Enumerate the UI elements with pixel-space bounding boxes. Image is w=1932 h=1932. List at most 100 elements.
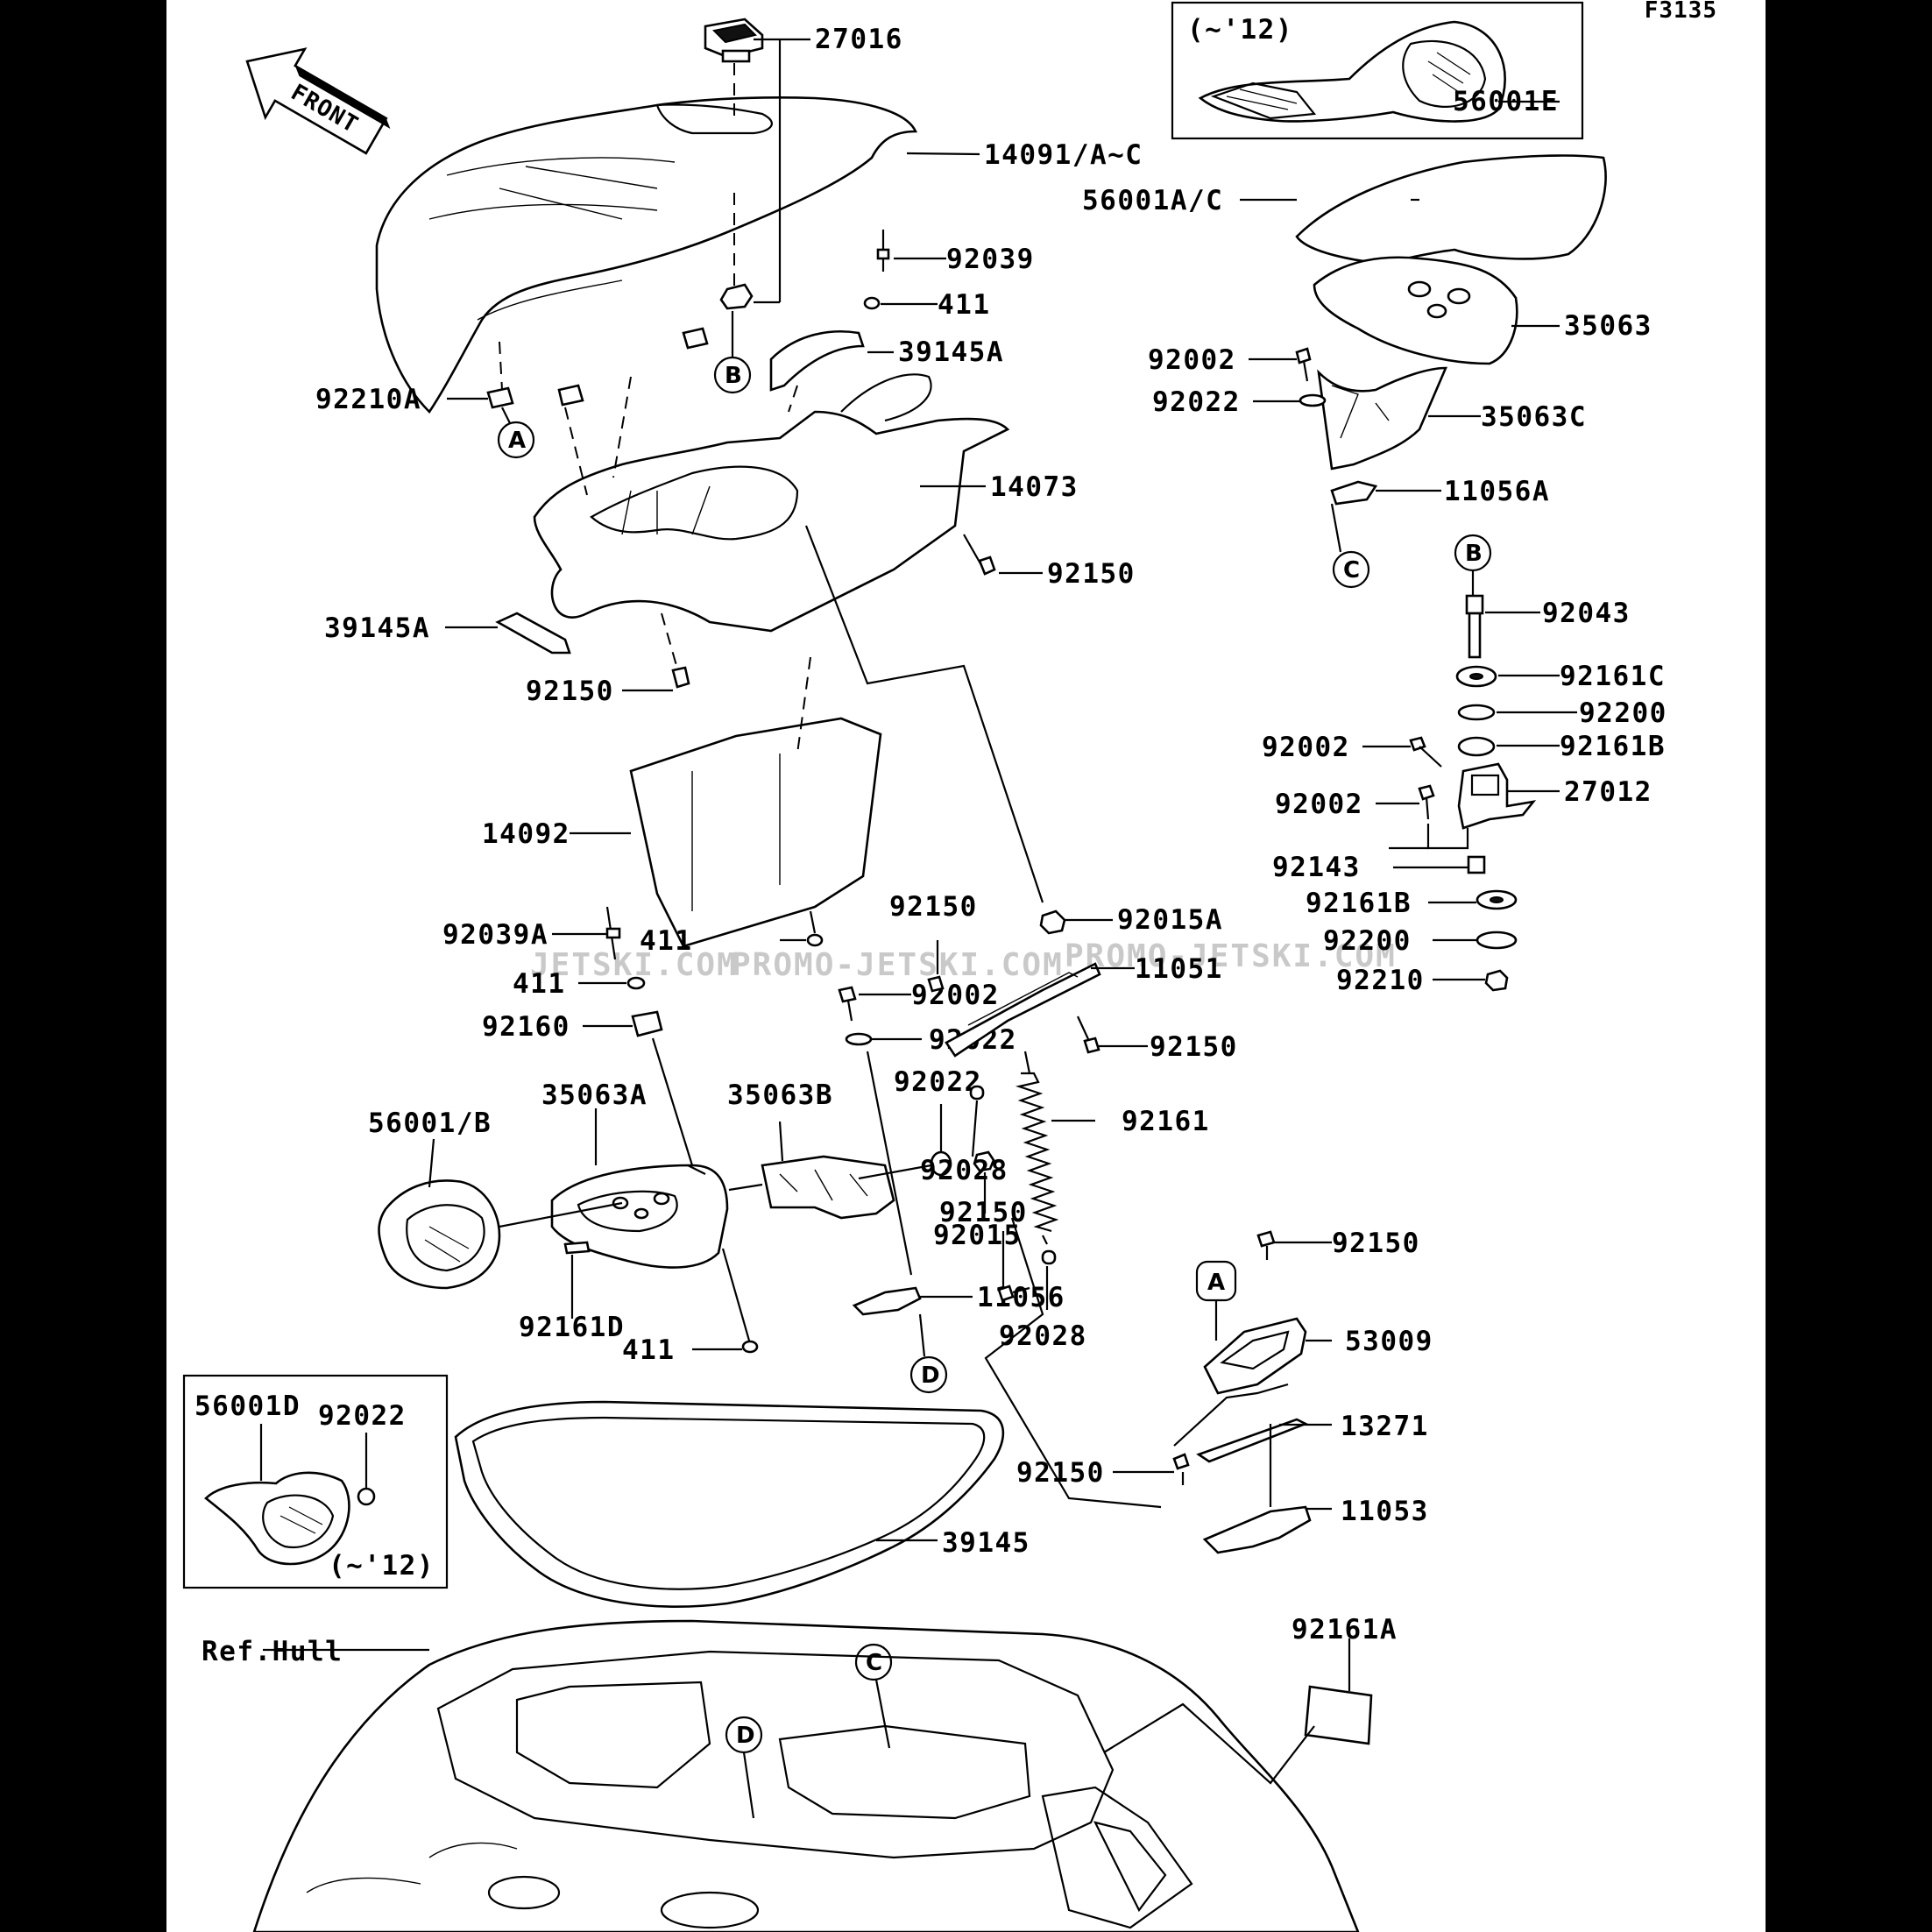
label-411-c: 411 <box>513 968 566 1000</box>
seal-39145: 39145 <box>454 1400 1029 1608</box>
ref-hull-label: Ref.Hull <box>202 1636 343 1667</box>
washer-92200-a: 92200 <box>1457 697 1667 729</box>
ref-circle-C-hull: C <box>854 1643 893 1749</box>
label-92210: 92210 <box>1336 965 1425 996</box>
label-56001D: 56001D <box>195 1391 301 1422</box>
bracket-35063C: 35063C <box>1317 366 1587 471</box>
svg-text:A: A <box>508 428 526 454</box>
label-92022-a: 92022 <box>1152 386 1241 418</box>
label-411-d: 411 <box>622 1334 676 1366</box>
label-35063A: 35063A <box>541 1079 648 1111</box>
svg-text:D: D <box>921 1362 940 1389</box>
label-14092: 14092 <box>482 818 570 850</box>
label-92161B-b: 92161B <box>1306 888 1412 919</box>
washer-92161B-b: 92161B <box>1306 888 1518 919</box>
inset-top-year-note: (~'12) <box>1187 14 1293 46</box>
catch-11053: 11053 <box>1202 1424 1429 1554</box>
screw-92150-c: 92150 <box>889 891 978 993</box>
screw-92002-c: 92002 <box>1275 784 1435 820</box>
label-56001B: 56001/B <box>368 1108 492 1139</box>
parts-diagram-sheet: F3135 FRONT JETSKI.COM PROMO-JETSKI.COM … <box>166 0 1766 1932</box>
label-92160: 92160 <box>482 1011 570 1043</box>
label-39145A-left: 39145A <box>324 612 430 644</box>
label-11053: 11053 <box>1341 1496 1429 1527</box>
bushing-92028-a: 92028 <box>920 1085 1007 1186</box>
housing-35063A: 35063A <box>499 1079 729 1269</box>
inset-box-mirror-early: (~'12) 56001E <box>1171 1 1584 140</box>
ref-circle-C-right: C <box>1332 550 1370 589</box>
pad-92161A: 92161A <box>1103 1614 1396 1785</box>
front-arrow-icon: FRONT <box>245 47 391 155</box>
mirror-56001B: 56001/B <box>368 1108 501 1290</box>
label-92022-inset: 92022 <box>318 1400 407 1432</box>
label-92043: 92043 <box>1542 598 1631 629</box>
label-92002-d: 92002 <box>911 980 1000 1011</box>
panel-14092: 14092 411 <box>482 656 882 957</box>
label-11056: 11056 <box>977 1282 1065 1313</box>
bracket-27012: 27012 <box>1457 762 1652 830</box>
pin-92039: 92039 411 <box>863 230 1033 321</box>
washer-92161C: 92161C <box>1455 661 1666 692</box>
label-35063C: 35063C <box>1481 401 1587 433</box>
grommet-92160: 92160 <box>482 1010 694 1166</box>
screw-92002-d: 92002 <box>838 980 1000 1022</box>
screw-92150-a: 92150 <box>963 534 1134 590</box>
bushing-92028-b: 92028 <box>999 1249 1087 1352</box>
label-92150-g: 92150 <box>1016 1457 1105 1489</box>
exploded-parts-diagram: F3135 FRONT JETSKI.COM PROMO-JETSKI.COM … <box>166 0 1717 1932</box>
label-11051: 11051 <box>1135 953 1223 985</box>
ref-circle-A-top: A <box>497 407 535 459</box>
label-35063: 35063 <box>1564 310 1652 342</box>
washer-92022-a: 92022 <box>1152 386 1327 418</box>
screw-92150-f: 92150 <box>1256 1228 1420 1260</box>
washer-92200-b: 92200 <box>1323 925 1518 957</box>
label-56001E: 56001E <box>1453 86 1559 117</box>
label-92161C: 92161C <box>1560 661 1666 692</box>
label-92015A: 92015A <box>1117 904 1223 936</box>
ref-circle-B-top: B <box>713 311 752 394</box>
svg-text:A: A <box>1207 1270 1225 1296</box>
ref-circle-A-right: A <box>1195 1260 1237 1341</box>
label-92150-f: 92150 <box>1332 1228 1420 1259</box>
seal-92161D: 92161D <box>519 1241 623 1343</box>
label-92143: 92143 <box>1272 852 1361 883</box>
label-92150-c: 92150 <box>889 891 978 923</box>
guide-line-lower <box>984 1217 1162 1509</box>
bracket-11051: 11051 <box>945 953 1223 1058</box>
label-411-b: 411 <box>640 925 693 957</box>
label-92200-a: 92200 <box>1579 697 1667 729</box>
svg-text:D: D <box>736 1723 755 1749</box>
label-27012: 27012 <box>1564 776 1652 808</box>
label-92161B-a: 92161B <box>1560 731 1666 762</box>
label-92150-b: 92150 <box>526 676 614 707</box>
label-56001AC: 56001A/C <box>1082 185 1223 216</box>
label-92028-b: 92028 <box>999 1320 1087 1352</box>
watermark-text-2: PROMO-JETSKI.COM <box>732 947 1064 983</box>
label-92200-b: 92200 <box>1323 925 1412 957</box>
bracket-11056A: 11056A <box>1330 476 1548 553</box>
cap-27016: 27016 <box>704 18 902 310</box>
mirror-56001E-shape <box>1198 20 1506 123</box>
strip-39145A-left: 39145A <box>324 612 571 655</box>
nut-92210: 92210 <box>1336 965 1509 996</box>
svg-text:B: B <box>1465 541 1483 567</box>
ref-circle-B-right: B <box>1454 534 1492 596</box>
label-92015: 92015 <box>933 1220 1022 1251</box>
bracket-35063B: 35063B <box>727 1079 895 1220</box>
figure-code: F3135 <box>1645 0 1717 24</box>
ref-circle-D-hull: D <box>725 1716 763 1819</box>
label-92150-d: 92150 <box>1150 1031 1238 1063</box>
label-13271: 13271 <box>1341 1411 1429 1442</box>
guide-line-center <box>804 525 1044 903</box>
strip-39145A-top: 39145A <box>769 330 1002 392</box>
label-92210A: 92210A <box>315 384 421 415</box>
spacer-92143: 92143 <box>1272 824 1486 883</box>
svg-text:C: C <box>866 1650 882 1676</box>
ref-circle-D-mid: D <box>909 1355 948 1394</box>
label-14091: 14091/A~C <box>984 139 1143 171</box>
label-92002-c: 92002 <box>1275 789 1363 820</box>
plate-13271: 13271 <box>1196 1411 1429 1463</box>
screw-92150-g: 92150 <box>1016 1383 1289 1489</box>
housing-35063: 35063 <box>1313 256 1652 365</box>
svg-text:C: C <box>1343 557 1360 584</box>
